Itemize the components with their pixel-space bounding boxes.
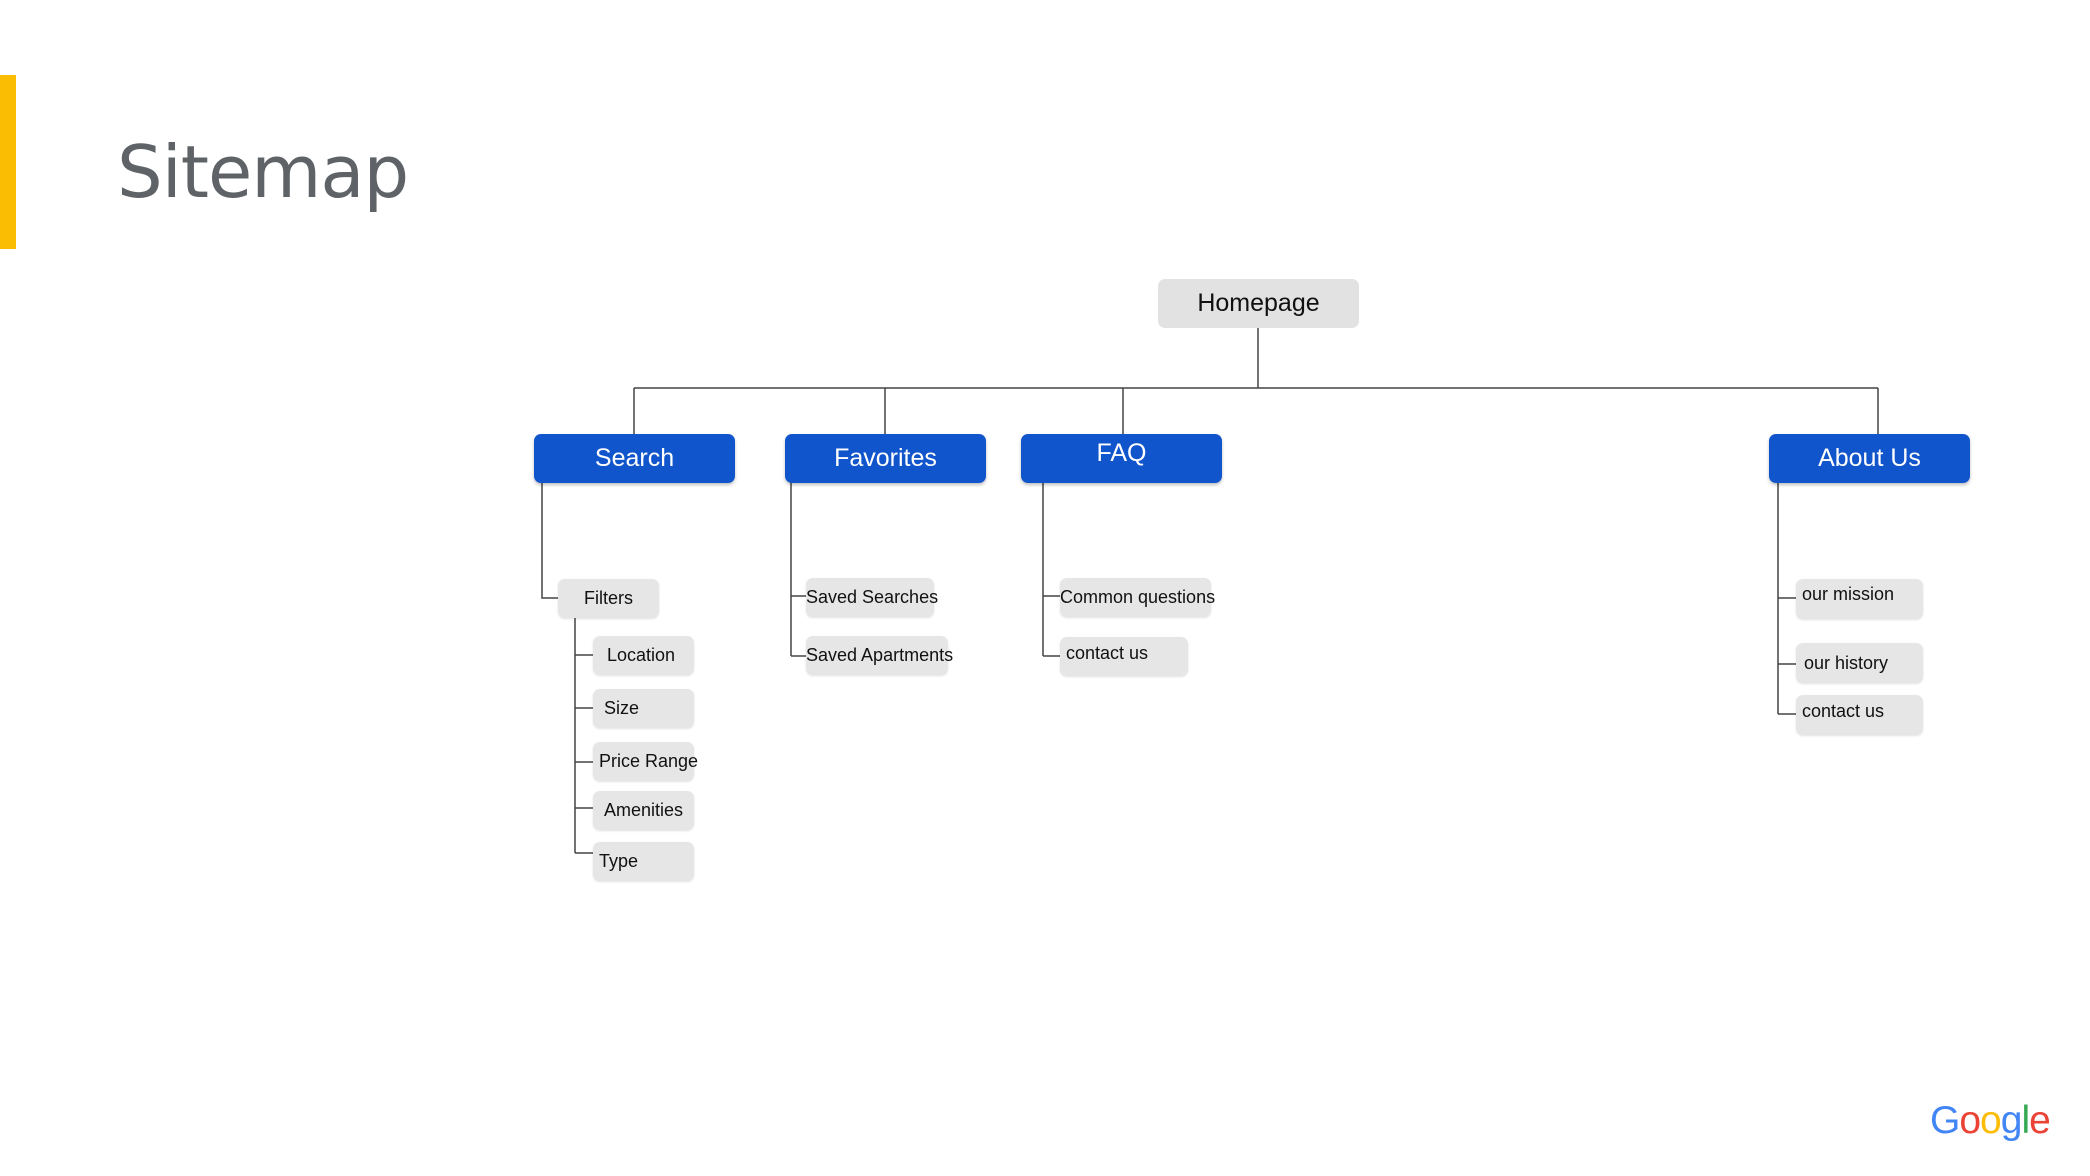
node-type: Type [593, 842, 694, 881]
node-favorites: Favorites [785, 434, 986, 483]
slide-title: Sitemap [117, 130, 409, 214]
node-our-mission: our mission [1796, 579, 1923, 619]
node-price-range: Price Range [593, 742, 698, 781]
node-amenities: Amenities [593, 791, 694, 830]
logo-letter: G [1930, 1099, 1960, 1142]
node-homepage: Homepage [1158, 279, 1359, 328]
node-location: Location [593, 636, 694, 675]
node-common-questions: Common questions [1060, 578, 1215, 617]
node-saved-searches: Saved Searches [806, 578, 938, 617]
logo-letter: o [1980, 1099, 2002, 1142]
node-about-us: About Us [1769, 434, 1970, 483]
node-filters: Filters [558, 579, 659, 618]
node-about-contact-us: contact us [1796, 695, 1923, 735]
node-saved-apartments: Saved Apartments [806, 636, 953, 675]
logo-letter: e [2029, 1099, 2051, 1142]
node-our-history: our history [1796, 643, 1923, 683]
connector-line [541, 482, 558, 599]
logo-letter: g [2000, 1099, 2023, 1142]
node-size: Size [593, 689, 694, 728]
node-faq: FAQ [1021, 434, 1222, 483]
google-logo: Google [1930, 1099, 2051, 1142]
node-faq-contact-us: contact us [1060, 637, 1188, 676]
accent-bar [0, 75, 16, 249]
logo-letter: l [2021, 1099, 2030, 1142]
logo-letter: o [1959, 1099, 1981, 1142]
node-search: Search [534, 434, 735, 483]
